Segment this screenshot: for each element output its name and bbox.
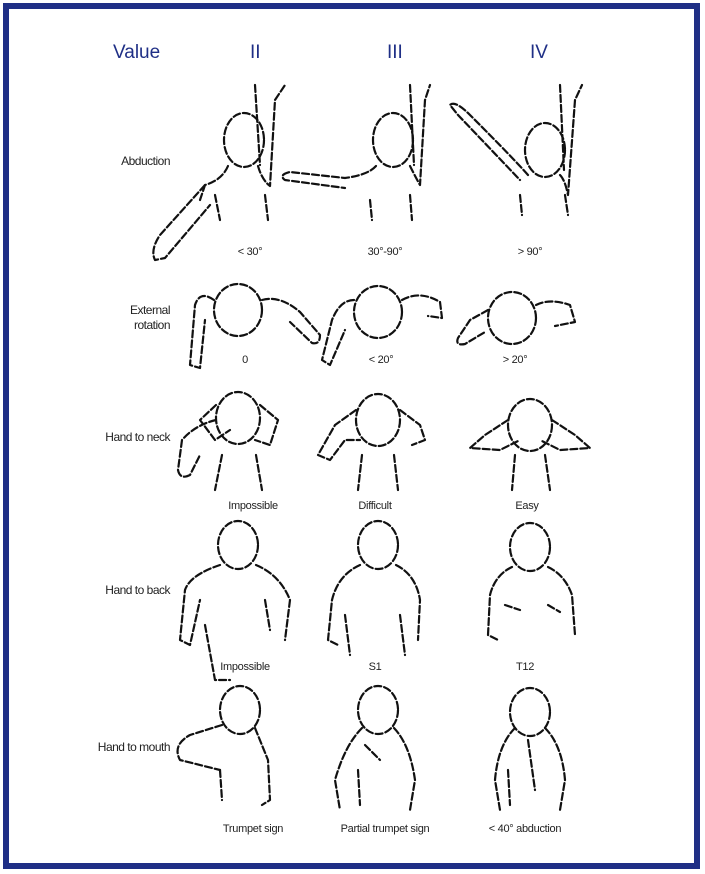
back-ii-figure bbox=[180, 521, 290, 680]
rotation-ii-figure bbox=[190, 284, 320, 368]
abduction-iii-figure bbox=[282, 85, 430, 220]
abduction-iv-figure bbox=[450, 85, 582, 215]
abduction-ii-figure bbox=[153, 85, 285, 260]
mouth-iv-figure bbox=[495, 688, 565, 810]
rotation-iii-figure bbox=[322, 286, 442, 365]
mouth-ii-figure bbox=[178, 686, 270, 805]
mouth-iii-figure bbox=[335, 686, 415, 810]
neck-iv-figure bbox=[470, 399, 590, 490]
rotation-iv-figure bbox=[457, 292, 575, 344]
neck-ii-figure bbox=[178, 392, 278, 490]
neck-iii-figure bbox=[318, 394, 425, 490]
back-iv-figure bbox=[488, 523, 575, 640]
back-iii-figure bbox=[328, 521, 420, 655]
